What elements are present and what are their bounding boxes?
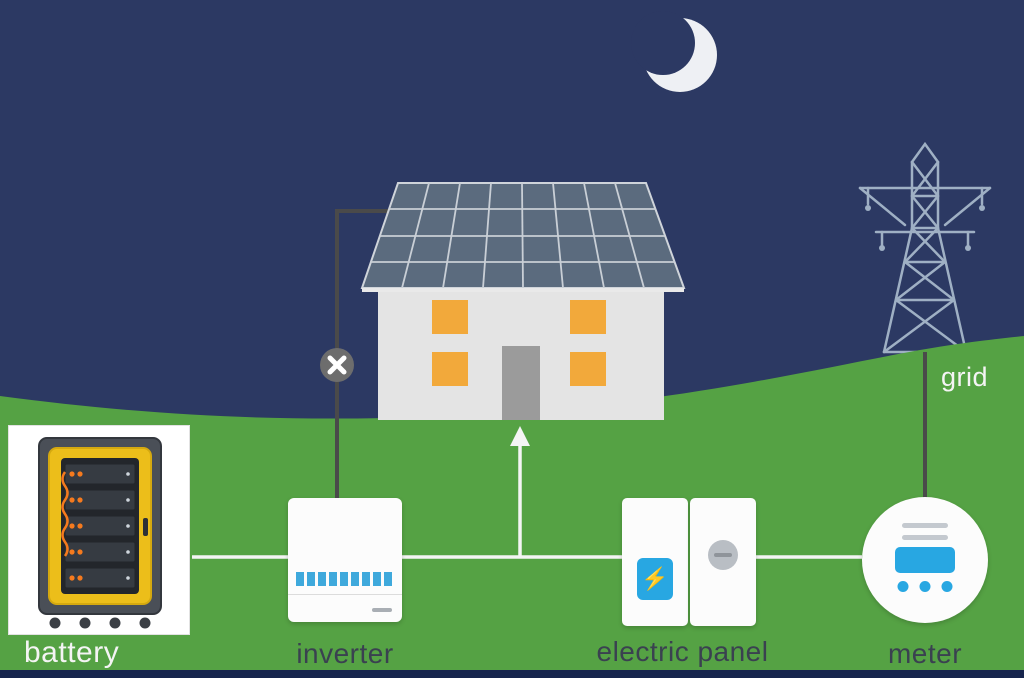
- house-window: [432, 300, 468, 334]
- grass-hill: [0, 336, 1024, 678]
- inverter-label: inverter: [296, 638, 394, 669]
- lightning-glyph: ⚡: [641, 566, 669, 591]
- house-arrow-icon: [510, 426, 530, 446]
- no-flow-icon: [320, 348, 354, 382]
- electric-panel-right-box: [690, 498, 756, 626]
- door-handle: [143, 518, 148, 536]
- meter-display: [895, 547, 955, 573]
- battery-label: battery: [24, 636, 120, 669]
- meter-device: [862, 497, 988, 623]
- grid-label: grid: [941, 362, 989, 392]
- lightning-icon: ⚡: [637, 558, 673, 600]
- house-window: [432, 352, 468, 386]
- house-window: [570, 352, 606, 386]
- moon-icon: [631, 11, 717, 92]
- solar-panel-grid: [371, 182, 675, 289]
- inverter-divider: [288, 594, 402, 595]
- electric-panel-left-box: ⚡: [622, 498, 688, 626]
- house: [360, 182, 686, 420]
- battery-photo: [8, 425, 190, 635]
- meter-label: meter: [887, 638, 963, 669]
- inverter-device: [288, 498, 402, 622]
- panel-knob-icon: [708, 540, 738, 570]
- casters: [49, 617, 151, 629]
- white-wires: [192, 440, 862, 559]
- battery-cabinet-icon: [38, 437, 162, 629]
- dark-wires: [335, 209, 927, 502]
- solar-to-inverter-wire: [335, 209, 404, 500]
- bottom-bar: [0, 670, 1024, 678]
- meter-line: [902, 523, 948, 528]
- battery-modules: [64, 463, 136, 589]
- battery-cables: [61, 471, 69, 557]
- house-door: [502, 346, 540, 420]
- electric-panel-label: electric panel: [596, 636, 769, 667]
- house-window: [570, 300, 606, 334]
- inverter-vent: [372, 608, 392, 612]
- meter-line: [902, 535, 948, 540]
- inverter-indicator-strip: [296, 572, 392, 586]
- meter-dots: [897, 581, 953, 592]
